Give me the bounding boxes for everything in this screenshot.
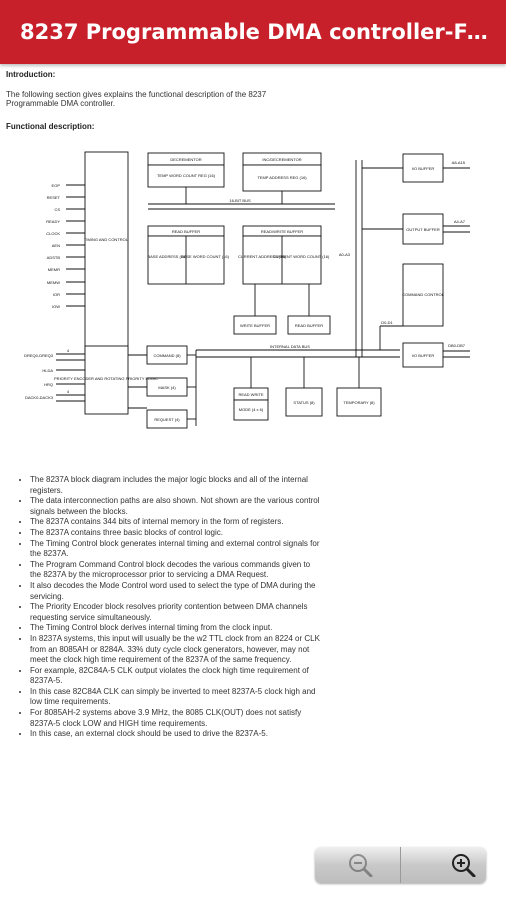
a8a15-label: A8-A15 [452, 160, 466, 165]
dack-label: DACK0-DACK3 [25, 395, 54, 400]
current-address-label: CURRENT ADDRESS (16) [238, 254, 287, 259]
list-item: For example, 82C84A-5 CLK output violate… [30, 666, 320, 687]
command-control-label: COMMAND CONTROL [402, 292, 445, 297]
dreq-label: DREQ0-DREQ3 [24, 353, 54, 358]
io-buffer-2-label: I/O BUFFER [412, 353, 435, 358]
pin-label: READY [46, 219, 60, 224]
intro-text: The following section gives explains the… [6, 90, 267, 108]
pin-label: ADSTB [47, 255, 61, 260]
pin-label: CS [54, 207, 60, 212]
zoom-divider [400, 847, 401, 883]
bus16-label: 16-BIT BUS [229, 198, 251, 203]
page-title: 8237 Programmable DMA controller-Funct..… [20, 20, 500, 44]
command-reg-label: COMMAND (8) [153, 353, 181, 358]
zoom-out-button[interactable] [315, 847, 400, 883]
zoom-controls [315, 847, 486, 883]
list-item: The Priority Encoder block resolves prio… [30, 602, 320, 623]
content-area[interactable]: Introduction: The following section give… [0, 66, 506, 900]
list-item: In this case, an external clock should b… [30, 729, 320, 740]
mask-reg-label: MASK (4) [158, 385, 176, 390]
base-word-label: BASE WORD COUNT (16) [181, 254, 230, 259]
list-item: The Program Command Control block decode… [30, 560, 320, 581]
list-item: In this case 82C84A CLK can simply be in… [30, 687, 320, 708]
output-buffer-label: OUTPUT BUFFER [406, 227, 440, 232]
intro-heading: Introduction: [6, 70, 56, 79]
write-buffer-label: WRITE BUFFER [240, 323, 270, 328]
a4a7-label: A4-A7 [454, 219, 466, 224]
list-item: The 8237A block diagram includes the maj… [30, 475, 320, 496]
list-item: In 8237A systems, this input will usuall… [30, 634, 320, 666]
pin-label: RESET [47, 195, 61, 200]
mode-reg-label: MODE (4 x 6) [239, 407, 264, 412]
internal-bus-label: INTERNAL DATA BUS [270, 344, 310, 349]
read-buffer-2-label: READ BUFFER [295, 323, 323, 328]
rw-buffer-label: READ/WRITE BUFFER [261, 229, 303, 234]
bullet-list: The 8237A block diagram includes the maj… [14, 475, 320, 740]
zoom-in-button[interactable] [401, 847, 486, 883]
temp-address-label: TEMP ADDRESS REG (16) [257, 175, 307, 180]
list-item: The Timing Control block generates inter… [30, 539, 320, 560]
current-word-label: CURRENT WORD COUNT (16) [273, 254, 330, 259]
read-buffer-label: READ BUFFER [172, 229, 200, 234]
decrementor-label: DECREMENTOR [170, 157, 201, 162]
list-item: The 8237A contains three basic blocks of… [30, 528, 320, 539]
request-reg-label: REQUEST (4) [154, 417, 180, 422]
functional-heading: Functional description: [6, 122, 95, 131]
db0db7-label: DB0-DB7 [448, 343, 466, 348]
app-bar: 8237 Programmable DMA controller-Funct..… [0, 0, 506, 64]
list-item: The Timing Control block derives interna… [30, 623, 320, 634]
status-reg-label: STATUS (8) [293, 400, 315, 405]
list-item: For 8085AH-2 systems above 3.9 MHz, the … [30, 708, 320, 729]
list-item: The 8237A contains 344 bits of internal … [30, 517, 320, 528]
temp-word-label: TEMP WORD COUNT REG (16) [157, 173, 216, 178]
a0a3-label: A0-A3 [339, 252, 351, 257]
width-label: 4 [67, 348, 70, 353]
list-item: The data interconnection paths are also … [30, 496, 320, 517]
pin-label: EOP [52, 183, 61, 188]
io-buffer-label: I/O BUFFER [412, 166, 435, 171]
pin-label: MEMR [48, 267, 60, 272]
pin-label: IOW [52, 304, 60, 309]
rw-mode-label: READ WRITE [238, 392, 263, 397]
block-diagram: EOP RESET CS READY CLOCK AEN ADSTB MEMR … [24, 151, 470, 429]
pin-label: AEN [52, 243, 60, 248]
pin-label: IOR [53, 292, 60, 297]
d0d1-label: D0-D1 [381, 320, 393, 325]
list-item: It also decodes the Mode Control word us… [30, 581, 320, 602]
priority-label: PRIORITY ENCODER AND ROTATING PRIORITY L… [54, 376, 158, 381]
hrq-label: HRQ [44, 382, 53, 387]
width-label: 4 [67, 389, 70, 394]
zoom-in-icon [452, 854, 476, 877]
inc-decrementor-label: INC/DECREMENTOR [262, 157, 301, 162]
timing-block-label: TIMING AND CONTROL [84, 237, 129, 242]
temporary-reg-label: TEMPORARY (8) [343, 400, 375, 405]
base-address-label: BASE ADDRESS (16) [147, 254, 187, 259]
zoom-out-icon [349, 854, 373, 877]
hlda-label: HLDA [42, 368, 53, 373]
pin-label: MEMW [47, 280, 60, 285]
pin-label: CLOCK [46, 231, 60, 236]
